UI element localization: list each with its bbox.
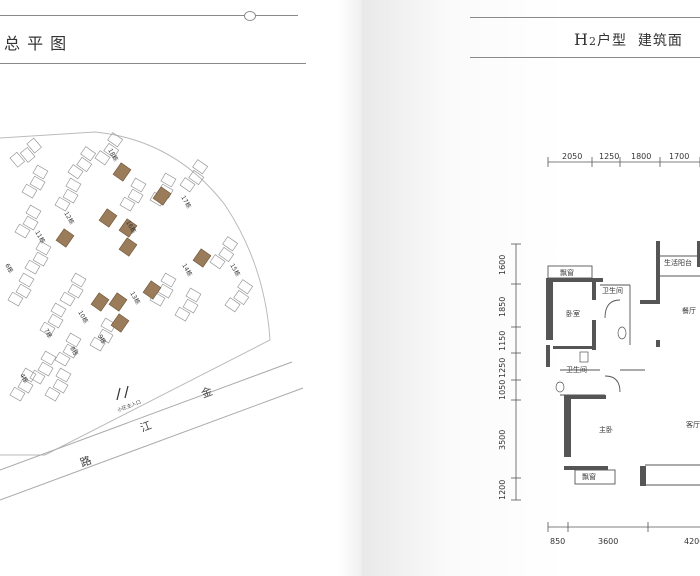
road-char-1: 路 [78, 454, 93, 470]
dim-bottom-3: 4200 [684, 537, 700, 546]
right-page-title: H2户型 建筑面 [574, 30, 683, 50]
tower-9 [108, 292, 128, 312]
room-bathroom-1: 卫生间 [602, 286, 623, 295]
dim-top-4: 1700 [669, 152, 689, 161]
structural-walls [546, 241, 700, 486]
tower-4 [55, 228, 75, 248]
title-rest: 户型 建筑面 [596, 33, 683, 49]
footprint-9 [67, 146, 97, 180]
building-label-11: 7栋 [42, 327, 54, 340]
footprint-7 [29, 350, 57, 385]
header-line-bottom-right [470, 57, 700, 58]
dim-left-3: 1150 [498, 331, 507, 351]
room-master-bedroom: 主卧 [599, 425, 613, 434]
left-page-title: 总 平 图 [4, 34, 68, 53]
footprint-10 [54, 177, 82, 212]
top-dimensions: 2050 1250 1800 1700 [562, 152, 689, 161]
left-dimensions: 1600 1850 1150 1250 1050 3500 1200 [498, 255, 507, 500]
footprint-15 [209, 236, 239, 270]
dimension-lines [511, 157, 700, 532]
dim-bottom-1: 850 [550, 537, 565, 546]
road-char-2: 江 [138, 419, 153, 435]
footprint-8 [9, 367, 37, 402]
dim-top-2: 1250 [599, 152, 619, 161]
room-labels: 生活阳台 飘窗 卫生间 卧室 餐厅 卫生间 主卧 客厅 飘窗 [560, 258, 700, 481]
room-living-room: 客厅 [686, 420, 700, 429]
footprint-1 [21, 164, 49, 199]
footprint-16 [224, 279, 254, 313]
dim-left-2: 1850 [498, 297, 507, 317]
header-line-bottom [0, 63, 306, 64]
tower-6 [192, 248, 212, 268]
bath-fixtures [555, 326, 627, 393]
room-bedroom: 卧室 [566, 309, 580, 318]
header-ornament [244, 11, 256, 21]
room-bay-window-2: 飘窗 [582, 472, 596, 481]
footprint-12 [119, 177, 147, 212]
room-bay-window-1: 飘窗 [560, 268, 574, 277]
tower-8 [90, 292, 110, 312]
building-footprints [7, 132, 254, 402]
room-restaurant: 餐厅 [682, 306, 696, 315]
footprint-20 [89, 317, 117, 352]
dim-top-1: 2050 [562, 152, 582, 161]
header-line-top [0, 15, 298, 16]
dim-bottom-2: 3600 [598, 537, 618, 546]
tower-1 [152, 186, 172, 206]
dim-left-5: 1050 [498, 380, 507, 400]
tower-7 [142, 280, 162, 300]
title-main: H [574, 30, 589, 49]
building-label-13: 4栋 [18, 372, 30, 385]
tower-5 [118, 237, 138, 257]
tower-3 [118, 218, 138, 238]
footprint-21 [44, 367, 72, 402]
tower-0 [112, 162, 132, 182]
dim-left-7: 1200 [498, 480, 507, 500]
building-label-10: 8栋 [68, 345, 80, 358]
title-sub: 2 [588, 35, 597, 48]
header-line-top-right [470, 17, 700, 18]
dim-left-6: 3500 [498, 430, 507, 450]
room-balcony: 生活阳台 [664, 258, 692, 267]
building-label-12: 6栋 [3, 262, 15, 275]
bottom-dimensions: 850 3600 4200 [550, 537, 700, 546]
footprint-2 [14, 204, 42, 239]
tower-10 [110, 313, 130, 333]
dim-top-3: 1800 [631, 152, 651, 161]
footprint-4 [7, 272, 35, 307]
footprint-0 [9, 137, 42, 168]
highlighted-towers [55, 162, 212, 333]
dim-left-4: 1250 [498, 358, 507, 378]
road-edges [0, 361, 304, 501]
footprint-11 [94, 132, 124, 166]
dim-left-1: 1600 [498, 255, 507, 275]
tower-2 [98, 208, 118, 228]
footprint-19 [59, 272, 87, 307]
footprint-5 [39, 302, 67, 337]
room-bathroom-2: 卫生间 [566, 365, 587, 374]
footprint-6 [54, 332, 82, 367]
entrance-marks [116, 385, 129, 401]
site-boundary [0, 131, 271, 456]
footprint-14 [179, 159, 209, 193]
footprint-3 [24, 240, 52, 275]
road-char-3: 金 [199, 384, 214, 401]
building-label-9: 9栋 [96, 333, 108, 346]
footprint-17 [174, 287, 202, 322]
